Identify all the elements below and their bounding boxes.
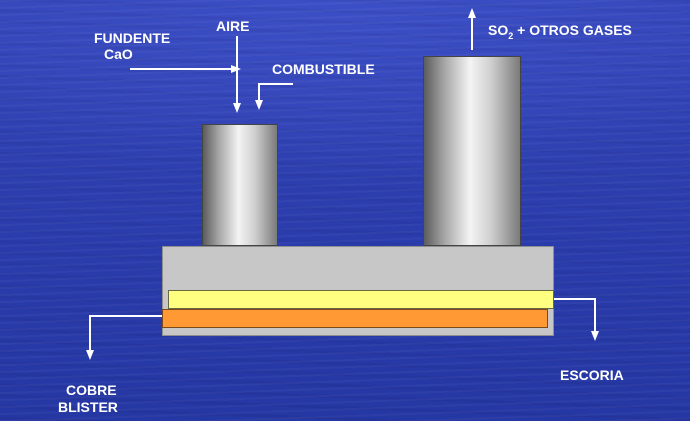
cobre-blister-label: COBRE BLISTER xyxy=(58,382,118,415)
cobre-arrow xyxy=(86,315,162,360)
gases-label: SO2 + OTROS GASES xyxy=(488,22,632,41)
combustible-label: COMBUSTIBLE xyxy=(272,61,375,77)
copper-layer xyxy=(162,309,548,328)
escoria-arrow xyxy=(554,298,599,341)
inlet-chimney xyxy=(202,124,278,246)
aire-label: AIRE xyxy=(216,18,250,34)
combustible-arrow xyxy=(255,83,293,110)
escoria-label: ESCORIA xyxy=(560,367,624,383)
slag-layer xyxy=(168,290,554,309)
exhaust-chimney xyxy=(423,56,521,246)
fundente-label: FUNDENTE CaO xyxy=(94,30,171,62)
